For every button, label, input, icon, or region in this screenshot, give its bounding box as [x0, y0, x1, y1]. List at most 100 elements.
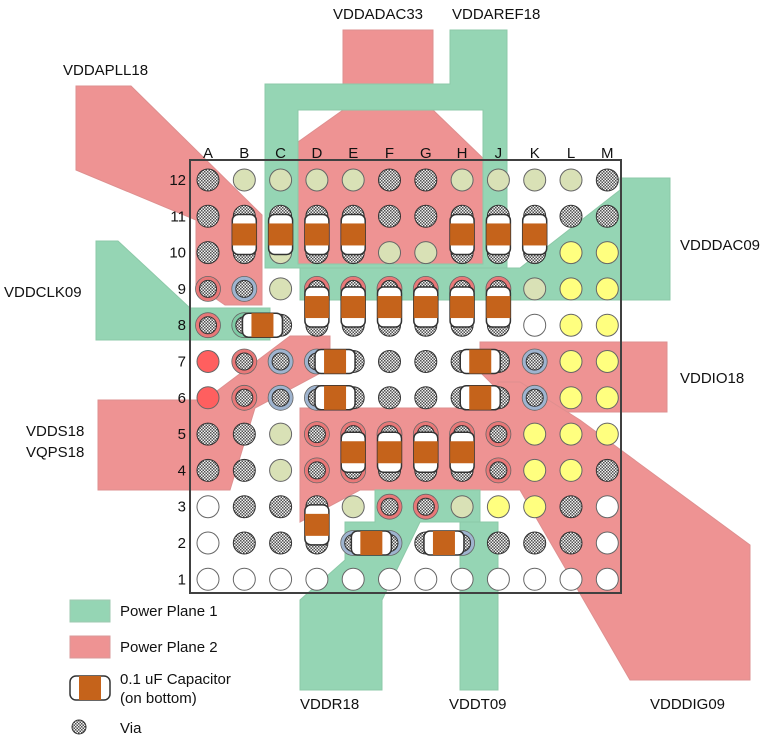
pad-M9 — [595, 277, 619, 301]
pad-K1 — [523, 567, 547, 591]
pad-J3 — [486, 495, 510, 519]
column-label-L: L — [567, 145, 575, 162]
pad-M4-via — [595, 458, 619, 482]
pad-L11-via — [559, 204, 583, 228]
legend: Power Plane 1 Power Plane 2 0.1 uF Capac… — [69, 599, 231, 737]
row-label-3: 3 — [178, 499, 186, 516]
pad-B1 — [232, 567, 256, 591]
pad-E3 — [341, 495, 365, 519]
capacitor-2 — [267, 213, 294, 256]
pad-H1 — [450, 567, 474, 591]
pad-K9 — [523, 277, 547, 301]
pad-J12 — [486, 168, 510, 192]
row-label-1: 1 — [178, 571, 186, 588]
column-label-D: D — [311, 145, 322, 162]
pad-F12-via — [378, 168, 401, 192]
row-label-9: 9 — [178, 281, 186, 298]
pad-H12 — [450, 168, 474, 192]
legend-capacitor-icon — [69, 675, 111, 701]
pad-L3-via — [559, 495, 583, 519]
pad-M10 — [595, 241, 619, 265]
capacitor-14 — [241, 312, 284, 338]
pad-D1 — [305, 567, 329, 591]
capacitor-25 — [423, 530, 465, 556]
pad-J2-via — [486, 531, 510, 555]
bga-outline — [189, 159, 622, 594]
pad-L9 — [559, 277, 583, 301]
label-vddaref18: VDDAREF18 — [452, 6, 540, 23]
legend-label-capacitor: 0.1 uF Capacitor — [120, 671, 231, 688]
pad-M7 — [595, 350, 619, 373]
pad-A5-via — [196, 422, 220, 446]
pad-J1 — [486, 567, 510, 591]
pad-K2-via — [523, 531, 547, 555]
label-vddapll18: VDDAPLL18 — [63, 62, 148, 79]
label-vdddig09: VDDDIG09 — [650, 696, 725, 713]
pad-C7-via — [271, 352, 290, 371]
pad-L6 — [559, 386, 583, 410]
pad-B6-via — [235, 388, 254, 407]
pad-K12 — [523, 168, 547, 192]
label-vqps18: VQPS18 — [26, 444, 84, 461]
capacitor-12 — [449, 286, 475, 328]
pad-B2-via — [232, 531, 256, 555]
pad-B12 — [232, 168, 256, 192]
pad-G3-via — [416, 497, 435, 516]
row-label-6: 6 — [178, 390, 186, 407]
pad-M3 — [595, 495, 619, 519]
capacitor-4 — [340, 213, 366, 256]
pad-L1 — [559, 567, 583, 591]
pad-M5 — [595, 422, 619, 446]
pad-K8 — [523, 313, 547, 337]
pad-E1 — [341, 567, 365, 591]
pad-G12-via — [414, 168, 438, 192]
capacitor-1 — [231, 213, 258, 256]
pad-L12 — [559, 168, 583, 192]
label-vddclk09: VDDCLK09 — [4, 284, 82, 301]
label-vddio18: VDDIO18 — [680, 370, 744, 387]
pad-G1 — [414, 567, 438, 591]
pad-A12-via — [196, 168, 220, 192]
pad-L7 — [559, 350, 583, 373]
plane-vddaref18 — [264, 29, 508, 269]
label-vddadac33: VDDADAC33 — [333, 6, 423, 23]
capacitor-17 — [314, 385, 356, 411]
pad-A4-via — [196, 458, 220, 482]
capacitor-9 — [340, 286, 366, 328]
pad-C6-via — [271, 388, 290, 407]
pad-G6-via — [414, 386, 438, 410]
column-label-B: B — [239, 145, 249, 162]
legend-label-capacitor-note: (on bottom) — [120, 690, 197, 707]
capacitor-8 — [304, 286, 330, 328]
row-label-2: 2 — [178, 535, 186, 552]
capacitor-16 — [459, 348, 501, 375]
label-vddt09: VDDT09 — [449, 696, 507, 713]
column-label-C: C — [275, 145, 286, 162]
pad-A7 — [196, 350, 220, 373]
legend-via-icon — [71, 719, 87, 735]
pad-A2 — [196, 531, 220, 555]
pad-A6 — [196, 386, 220, 410]
pad-C5 — [269, 422, 293, 446]
pad-D4-via — [307, 461, 326, 480]
pad-L4 — [559, 458, 583, 482]
row-label-11: 11 — [170, 208, 186, 225]
pad-D12 — [305, 168, 329, 192]
row-label-10: 10 — [169, 245, 186, 262]
pad-C4 — [269, 458, 293, 482]
pad-C9 — [269, 277, 293, 301]
pad-D5-via — [307, 425, 326, 444]
pad-A9-via — [199, 279, 217, 298]
pad-A1 — [196, 567, 220, 591]
column-label-M: M — [601, 145, 614, 162]
legend-label-plane2: Power Plane 2 — [120, 639, 218, 656]
column-label-J: J — [495, 145, 503, 162]
pad-K5 — [523, 422, 547, 446]
capacitor-21 — [413, 431, 439, 473]
column-label-G: G — [420, 145, 432, 162]
capacitor-24 — [350, 530, 393, 556]
row-label-4: 4 — [178, 462, 186, 479]
pad-M11-via — [595, 204, 619, 228]
